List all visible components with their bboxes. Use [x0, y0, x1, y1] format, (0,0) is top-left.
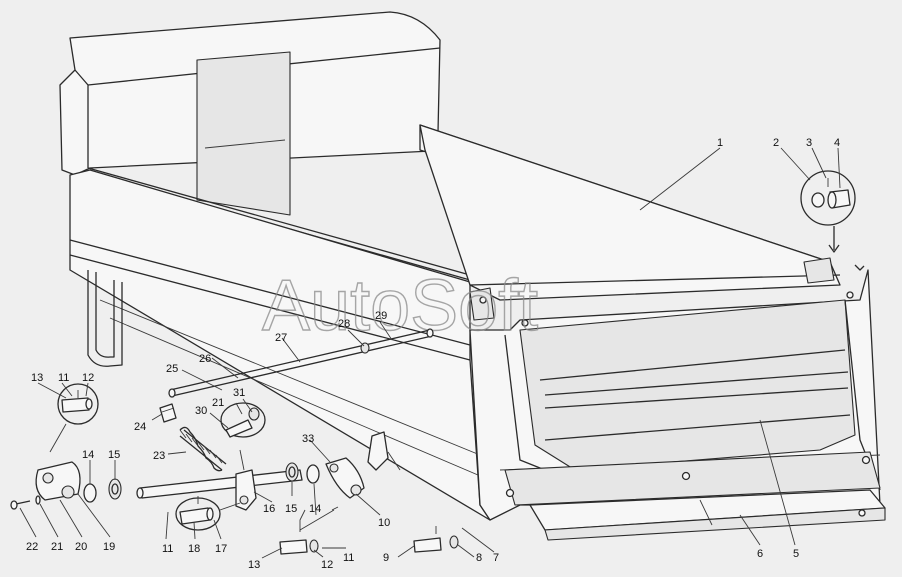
callout-21-left: 21	[51, 541, 63, 553]
callout-11-top: 11	[58, 372, 69, 384]
callout-2: 2	[773, 137, 779, 149]
callout-28: 28	[338, 318, 350, 330]
callout-15-left: 15	[108, 449, 120, 461]
callout-17: 17	[215, 543, 227, 555]
callout-33: 33	[302, 433, 314, 445]
callout-19: 19	[103, 541, 115, 553]
callout-12-bottom: 12	[321, 559, 333, 571]
callout-6: 6	[757, 548, 763, 560]
callout-11-right: 11	[343, 552, 354, 564]
callout-14-right: 14	[309, 503, 321, 515]
callout-12-top: 12	[82, 372, 94, 384]
callout-11-left: 11	[162, 543, 173, 555]
callout-5: 5	[793, 548, 799, 560]
callout-15-right: 15	[285, 503, 297, 515]
callout-21-mid: 21	[212, 397, 224, 409]
callout-23: 23	[153, 450, 165, 462]
callout-26: 26	[199, 353, 211, 365]
hinge-pin-assembly	[800, 170, 856, 253]
callout-22: 22	[26, 541, 38, 553]
callout-7: 7	[493, 552, 499, 564]
callout-24: 24	[134, 421, 146, 433]
callout-8: 8	[476, 552, 482, 564]
callout-31: 31	[233, 387, 245, 399]
callout-10: 10	[378, 517, 390, 529]
callout-4: 4	[834, 137, 840, 149]
callout-16: 16	[263, 503, 275, 515]
dump-body	[59, 11, 886, 541]
callout-1: 1	[717, 137, 723, 149]
leader-lines	[19, 147, 841, 559]
callout-30: 30	[195, 405, 207, 417]
callout-labels: 1 2 3 4 5 6 7 8 9 10 11 11 11 12 12 13 1…	[26, 137, 840, 571]
callout-3: 3	[806, 137, 812, 149]
callout-14-left: 14	[82, 449, 94, 461]
callout-13-top: 13	[31, 372, 43, 384]
callout-29: 29	[375, 310, 387, 322]
watermark-text: AutoSoft	[262, 266, 538, 346]
callout-13-bottom: 13	[248, 559, 260, 571]
callout-9: 9	[383, 552, 389, 564]
callout-18: 18	[188, 543, 200, 555]
callout-20: 20	[75, 541, 87, 553]
callout-25: 25	[166, 363, 178, 375]
callout-27: 27	[275, 332, 287, 344]
